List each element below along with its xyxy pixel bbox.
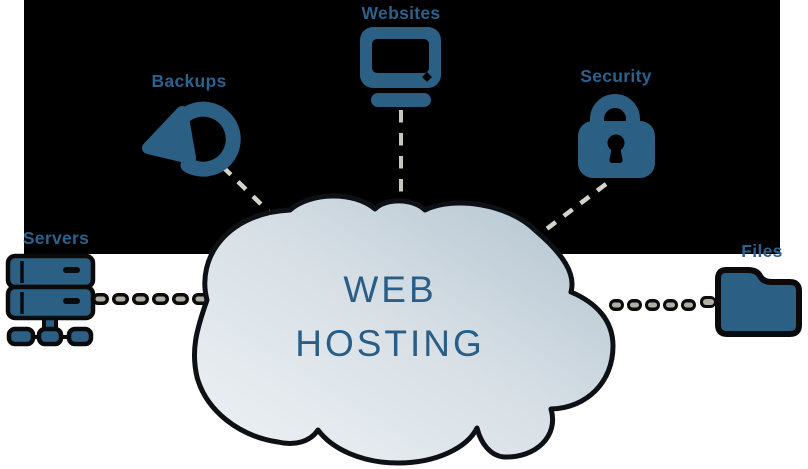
- label-files: Files: [741, 241, 783, 261]
- connector-cloud-files: [609, 296, 716, 311]
- label-backups: Backups: [151, 71, 227, 91]
- server-stack-icon: [5, 253, 96, 347]
- connector-backups-cloud: [221, 165, 272, 215]
- restore-arrow-icon: [142, 101, 241, 177]
- connector-security-cloud: [542, 182, 608, 233]
- cloud-title-line2: HOSTING: [295, 323, 485, 364]
- cloud-title-line1: WEB: [343, 269, 437, 310]
- label-servers: Servers: [22, 228, 90, 248]
- cloud-title: WEB HOSTING: [295, 263, 485, 371]
- label-security: Security: [580, 66, 652, 86]
- label-websites: Websites: [361, 3, 441, 23]
- cloud-shape: [191, 193, 616, 466]
- folder-icon: [715, 267, 802, 337]
- padlock-icon: [578, 94, 655, 178]
- connector-servers-cloud: [92, 293, 209, 305]
- monitor-icon: [360, 27, 441, 107]
